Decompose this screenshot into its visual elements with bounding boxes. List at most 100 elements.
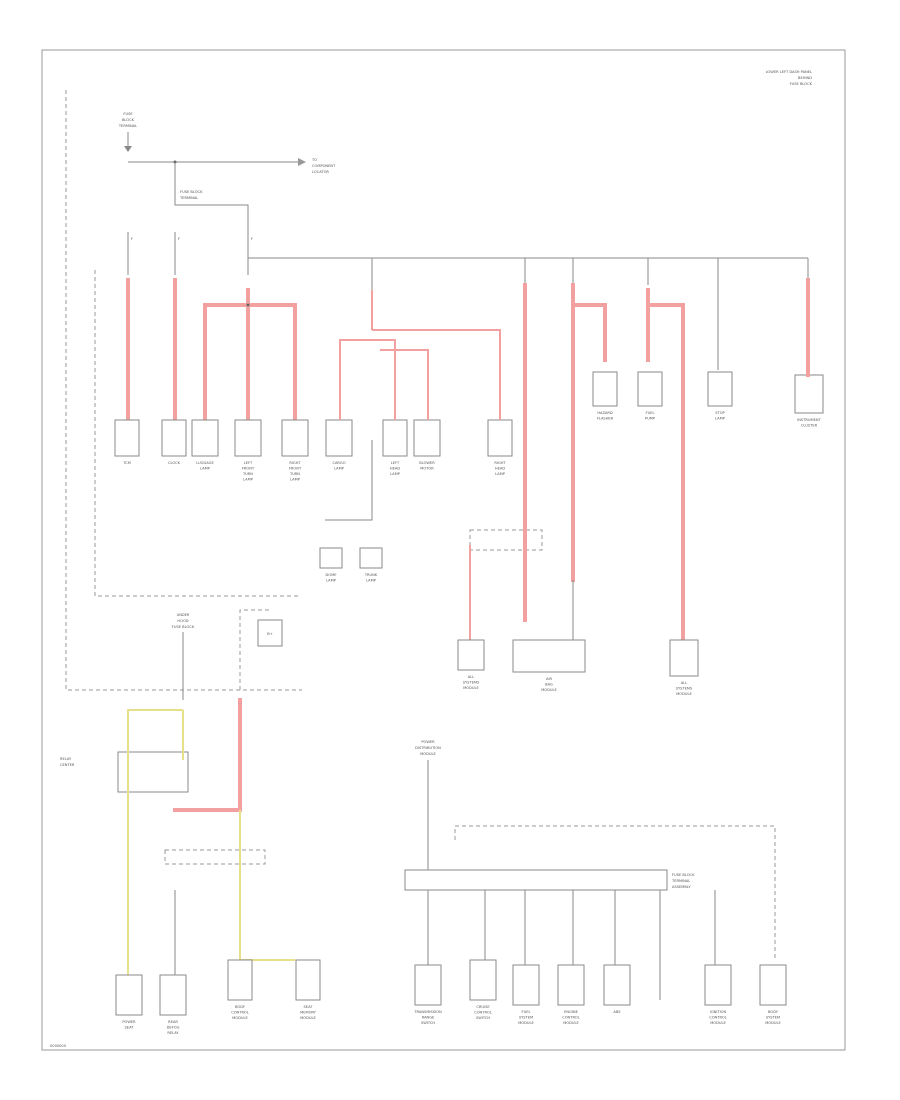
svg-text:DISTRIBUTION: DISTRIBUTION bbox=[415, 746, 441, 750]
svg-text:HOOD: HOOD bbox=[177, 619, 188, 623]
component-label-l3: BODY bbox=[235, 1005, 246, 1009]
component-label-l7: SYSTEM bbox=[519, 1016, 533, 1020]
component-label-l1: SEAT bbox=[125, 1026, 135, 1030]
component-box-m1 bbox=[319, 547, 343, 569]
component-box-c1 bbox=[114, 419, 140, 457]
mid-module-boundary bbox=[469, 529, 543, 551]
component-label-l4: MEMORY bbox=[300, 1011, 317, 1015]
component-label-c4: FRONT bbox=[242, 467, 255, 471]
component-label-c5: TURN bbox=[289, 472, 300, 476]
component-box-c11 bbox=[637, 371, 663, 407]
component-label-l7: MODULE bbox=[518, 1021, 534, 1025]
component-box-c7 bbox=[382, 419, 408, 457]
component-label-l6: CRUISE bbox=[476, 1005, 490, 1009]
svg-text:B+: B+ bbox=[267, 632, 272, 636]
diagram-frame bbox=[41, 49, 846, 1051]
svg-text:CENTER: CENTER bbox=[60, 763, 75, 767]
component-box-l1 bbox=[115, 974, 143, 1016]
component-label-l2: REAR bbox=[168, 1020, 178, 1024]
under-hood-label: UNDER HOOD FUSE BLOCK bbox=[172, 613, 195, 629]
component-box-l3 bbox=[227, 959, 253, 1001]
header-note: LOWER LEFT DASH PANEL BEHIND FUSE BLOCK bbox=[766, 70, 813, 86]
component-label-c7: LEFT bbox=[391, 461, 400, 465]
component-label-l10: CONTROL bbox=[709, 1016, 727, 1020]
component-label-l1: POWER bbox=[122, 1020, 136, 1024]
component-label-l11: SYSTEM bbox=[766, 1016, 780, 1020]
component-label-l11: MODULE bbox=[765, 1021, 781, 1025]
svg-text:F: F bbox=[178, 237, 180, 241]
component-box-c6 bbox=[325, 419, 353, 457]
component-label-c11: PUMP bbox=[645, 417, 656, 421]
component-label-l4: SEAT bbox=[304, 1005, 314, 1009]
component-label-l8: CONTROL bbox=[562, 1016, 580, 1020]
component-label-l7: FUEL bbox=[522, 1010, 531, 1014]
battery-box bbox=[257, 619, 283, 647]
component-label-c13: INSTRUMENT bbox=[797, 418, 821, 422]
component-label-l10: IGNITION bbox=[710, 1010, 727, 1014]
component-label-m3: SYSTEMS bbox=[463, 681, 480, 685]
component-label-c1: TCM bbox=[122, 461, 131, 465]
component-label-c7: LAMP bbox=[390, 472, 401, 476]
component-box-c9 bbox=[487, 419, 513, 457]
footer-code: 0000000 bbox=[50, 1044, 67, 1048]
component-box-c5 bbox=[281, 419, 309, 457]
distribution-module-box bbox=[404, 869, 668, 891]
component-label-c6: CARGO bbox=[332, 461, 345, 465]
component-label-l9: ABS bbox=[613, 1010, 621, 1014]
component-label-l10: MODULE bbox=[710, 1021, 726, 1025]
component-label-m2: TRUNK bbox=[364, 573, 378, 577]
component-label-l11: BODY bbox=[768, 1010, 779, 1014]
component-label-c4: LEFT bbox=[244, 461, 253, 465]
component-label-c10: FLASHER bbox=[597, 417, 614, 421]
fuse-block-top-label: FUSE BLOCK TERMINAL bbox=[118, 112, 137, 128]
component-label-m4: BAG bbox=[545, 683, 553, 687]
component-label-m1: DOME bbox=[326, 573, 338, 577]
component-box-l6 bbox=[469, 959, 497, 1001]
lower-right-module-label: POWER DISTRIBUTION MODULE bbox=[415, 740, 441, 756]
bottom-module-label: FUSE BLOCK TERMINAL ASSEMBLY bbox=[671, 873, 695, 889]
component-box-m5 bbox=[669, 639, 699, 677]
svg-text:F: F bbox=[251, 237, 253, 241]
component-box-l9 bbox=[603, 964, 631, 1006]
component-label-m5: SYSTEMS bbox=[676, 687, 693, 691]
component-box-m2 bbox=[359, 547, 383, 569]
svg-text:RELAY: RELAY bbox=[60, 757, 72, 761]
component-label-l5: TRANSMISSION bbox=[413, 1010, 442, 1014]
component-label-c12: LAMP bbox=[715, 417, 726, 421]
svg-text:TERMINAL: TERMINAL bbox=[671, 879, 690, 883]
component-label-l2: DEFOG bbox=[167, 1026, 180, 1030]
component-box-l4 bbox=[295, 959, 321, 1001]
component-label-c5: RIGHT bbox=[289, 461, 301, 465]
component-label-c5: LAMP bbox=[290, 478, 301, 482]
component-label-l4: MODULE bbox=[300, 1016, 316, 1020]
component-label-m3: ALL bbox=[468, 675, 474, 679]
component-label-l2: RELAY bbox=[167, 1031, 179, 1035]
component-label-l8: ENGINE bbox=[564, 1010, 578, 1014]
component-label-c9: HEAD bbox=[495, 467, 505, 471]
component-box-l2 bbox=[159, 974, 187, 1016]
component-label-m4: MODULE bbox=[541, 688, 557, 692]
component-box-c13 bbox=[794, 374, 824, 414]
svg-text:BLOCK: BLOCK bbox=[122, 118, 135, 122]
component-label-c13: CLUSTER bbox=[801, 424, 818, 428]
component-box-l10 bbox=[704, 964, 732, 1006]
component-box-l5 bbox=[414, 964, 442, 1006]
relay-box bbox=[117, 751, 189, 793]
component-label-c10: HAZARD bbox=[597, 411, 613, 415]
component-label-l5: SWITCH bbox=[421, 1021, 435, 1025]
svg-text:COMPONENT: COMPONENT bbox=[312, 164, 336, 168]
component-label-c9: RIGHT bbox=[494, 461, 506, 465]
component-label-c5: FRONT bbox=[289, 467, 302, 471]
fuse-block-boundary bbox=[65, 90, 302, 691]
component-label-c4: TURN bbox=[242, 472, 253, 476]
svg-text:F: F bbox=[131, 237, 133, 241]
svg-text:ASSEMBLY: ASSEMBLY bbox=[672, 885, 691, 889]
component-box-c8 bbox=[413, 419, 441, 457]
component-label-m5: ALL bbox=[681, 681, 687, 685]
component-label-l3: MODULE bbox=[232, 1016, 248, 1020]
component-box-m3 bbox=[457, 639, 485, 671]
svg-text:TERMINAL: TERMINAL bbox=[179, 196, 198, 200]
component-label-c3: LAMP bbox=[200, 467, 211, 471]
component-label-l8: MODULE bbox=[563, 1021, 579, 1025]
